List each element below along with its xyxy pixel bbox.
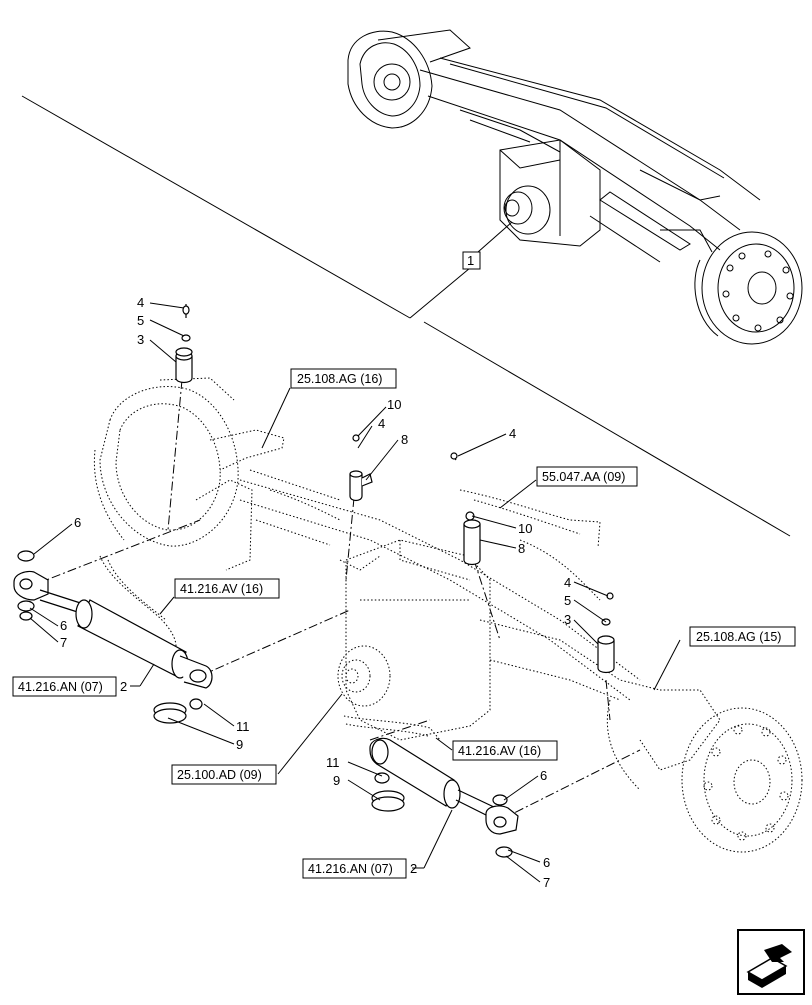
callout-leaders [29, 302, 681, 883]
ref-box-55-047-aa-09[interactable]: 55.047.AA (09) [536, 466, 638, 487]
separator-line [423, 321, 791, 537]
steering-cylinder-left [13, 550, 213, 724]
callout-7: 7 [60, 635, 67, 650]
assembly-line [369, 719, 431, 741]
callout-11: 11 [236, 719, 250, 734]
ref-box-41-216-av-16-right[interactable]: 41.216.AV (16) [452, 740, 558, 761]
callout-2: 2 [120, 679, 127, 694]
callout-4: 4 [378, 416, 385, 431]
pin-set-center [349, 434, 373, 502]
callout-4: 4 [509, 426, 516, 441]
assembly-line [199, 609, 351, 677]
svg-text:41.216.AV (16): 41.216.AV (16) [458, 744, 541, 758]
callout-3: 3 [564, 612, 571, 627]
callout-10: 10 [387, 397, 401, 412]
svg-text:55.047.AA (09): 55.047.AA (09) [542, 470, 625, 484]
svg-text:41.216.AN (07): 41.216.AN (07) [308, 862, 393, 876]
next-page-arrow-icon[interactable] [737, 929, 805, 995]
assembly-line [605, 679, 611, 721]
item-1-box [462, 251, 481, 270]
callout-4: 4 [137, 295, 144, 310]
ref-box-41-216-an-07-left[interactable]: 41.216.AN (07) [12, 676, 117, 697]
separator-line [21, 95, 411, 319]
ref-box-41-216-an-07-right[interactable]: 41.216.AN (07) [302, 858, 407, 879]
svg-text:25.108.AG (16): 25.108.AG (16) [297, 372, 382, 386]
callout-numbers: 4 5 3 10 4 8 4 10 8 6 6 7 2 11 9 4 5 3 1… [60, 295, 571, 890]
kingpin-set-top-left [175, 304, 193, 384]
callout-6: 6 [543, 855, 550, 870]
ref-box-25-108-ag-15[interactable]: 25.108.AG (15) [689, 626, 796, 647]
callout-10: 10 [518, 521, 532, 536]
kingpin-set-mid-right [597, 592, 615, 674]
svg-text:25.100.AD (09): 25.100.AD (09) [177, 768, 262, 782]
leader-line [477, 221, 513, 253]
callout-1: 1 [467, 253, 474, 268]
callout-9: 9 [333, 773, 340, 788]
assembly-line [473, 559, 501, 641]
callout-3: 3 [137, 332, 144, 347]
ref-box-25-100-ad-09[interactable]: 25.100.AD (09) [171, 764, 277, 785]
callout-6: 6 [74, 515, 81, 530]
assembly-line [345, 497, 355, 581]
callout-5: 5 [137, 313, 144, 328]
callout-9: 9 [236, 737, 243, 752]
callout-5: 5 [564, 593, 571, 608]
ref-box-41-216-av-16-left[interactable]: 41.216.AV (16) [174, 578, 280, 599]
callout-6: 6 [540, 768, 547, 783]
svg-text:25.108.AG (15): 25.108.AG (15) [696, 630, 781, 644]
callout-7: 7 [543, 875, 550, 890]
pin-set-right [450, 452, 481, 566]
steering-cylinder-right [369, 737, 519, 858]
svg-text:41.216.AN (07): 41.216.AN (07) [18, 680, 103, 694]
svg-text:41.216.AV (16): 41.216.AV (16) [180, 582, 263, 596]
assembly-line [35, 519, 201, 585]
callout-6: 6 [60, 618, 67, 633]
dotted-axle-housing [93, 377, 803, 853]
leader-line [409, 267, 471, 319]
callout-8: 8 [401, 432, 408, 447]
assembled-axle-illustration [347, 29, 803, 345]
ref-box-25-108-ag-16[interactable]: 25.108.AG (16) [290, 368, 397, 389]
callout-4: 4 [564, 575, 571, 590]
callout-2: 2 [410, 861, 417, 876]
callout-8: 8 [518, 541, 525, 556]
assembly-line [167, 379, 183, 531]
callout-11: 11 [326, 755, 340, 770]
